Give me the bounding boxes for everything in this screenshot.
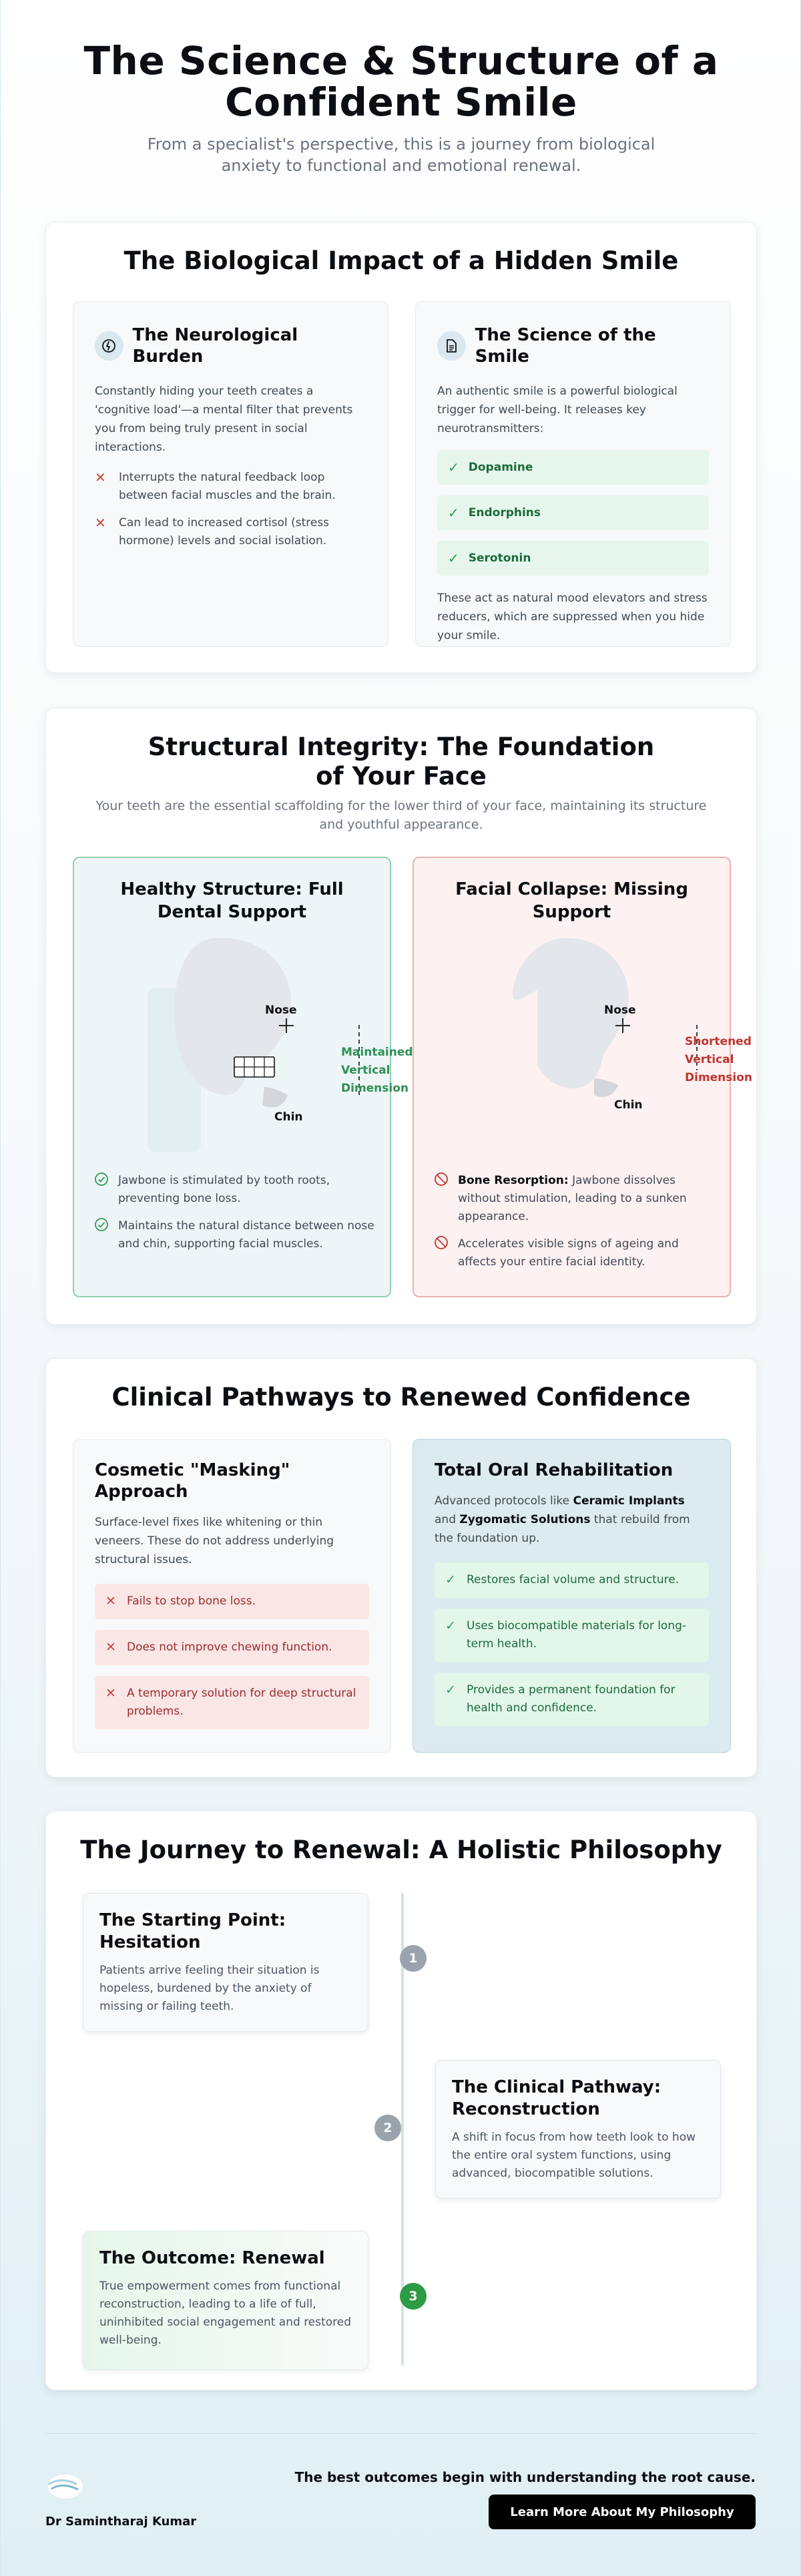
document-icon [437,331,466,361]
total-rehab-item-2: ✓Uses biocompatible materials for long-t… [435,1608,709,1662]
list-item: ✕Can lead to increased cortisol (stress … [95,514,366,550]
neurological-heading: The Neurological Burden [132,325,298,367]
total-rehab-panel: Total Oral Rehabilitation Advanced proto… [413,1439,731,1753]
collapse-heading: Facial Collapse: Missing Support [455,879,688,922]
science-footer: These act as natural mood elevators and … [437,592,708,642]
ban-icon [434,1172,458,1226]
structure-subtitle: Your teeth are the essential scaffolding… [95,799,707,832]
check-circle-icon [94,1217,118,1253]
footer-tagline: The best outcomes begin with understandi… [294,2469,756,2485]
check-circle-icon [94,1172,118,1208]
journey-section: The Journey to Renewal: A Holistic Philo… [45,1811,757,2390]
journey-step-1: The Starting Point: Hesitation Patients … [83,1893,368,2032]
brain-icon [95,331,123,361]
neurotransmitter-dopamine: ✓Dopamine [437,450,709,485]
check-icon: ✓ [448,550,459,566]
neurotransmitter-serotonin: ✓Serotonin [437,541,709,576]
check-icon: ✓ [448,505,459,521]
page-title: The Science & Structure of a Confident S… [83,38,719,125]
cosmetic-panel: Cosmetic "Masking" Approach Surface-leve… [73,1439,391,1753]
cosmetic-item-2: ✕Does not improve chewing function. [95,1630,369,1665]
journey-title: The Journey to Renewal: A Holistic Philo… [80,1836,722,1864]
ban-icon [434,1235,458,1271]
journey-step-title: The Clinical Pathway: Reconstruction [452,2077,661,2119]
neurological-list: ✕Interrupts the natural feedback loop be… [95,469,366,550]
cosmetic-text: Surface-level fixes like whitening or th… [95,1516,334,1566]
x-icon: ✕ [95,469,106,485]
list-item: Accelerates visible signs of ageing and … [434,1235,714,1271]
page-subtitle: From a specialist's perspective, this is… [147,135,655,175]
timeline-node-2: 2 [374,2115,401,2141]
collapse-dimension-label: Shortened Vertical Dimension [685,1035,753,1084]
journey-step-2: The Clinical Pathway: Reconstruction A s… [435,2060,721,2199]
impact-section: The Biological Impact of a Hidden Smile … [45,222,757,673]
x-icon: ✕ [95,515,106,531]
neurotransmitter-endorphins: ✓Endorphins [437,495,709,530]
journey-step-text: True empowerment comes from functional r… [99,2280,352,2347]
journey-step-title: The Outcome: Renewal [99,2248,325,2268]
healthy-chin-label: Chin [274,1110,303,1124]
science-heading: The Science of the Smile [475,325,656,367]
collapse-list: Bone Resorption: Jawbone dissolves witho… [434,1172,714,1281]
total-rehab-item-3: ✓Provides a permanent foundation for hea… [435,1673,709,1726]
journey-step-3: The Outcome: Renewal True empowerment co… [83,2231,368,2370]
cosmetic-item-3: ✕A temporary solution for deep structura… [95,1676,369,1729]
check-icon: ✓ [448,459,459,475]
total-rehab-item-1: ✓Restores facial volume and structure. [435,1562,709,1598]
learn-more-button[interactable]: Learn More About My Philosophy [489,2495,756,2529]
check-icon: ✓ [445,1572,456,1587]
brand-name: Dr Samintharaj Kumar [45,2515,197,2529]
timeline-line [401,1893,404,2366]
healthy-face-diagram [148,937,360,1152]
pathways-section: Clinical Pathways to Renewed Confidence … [45,1358,757,1777]
science-text: An authentic smile is a powerful biologi… [437,385,678,435]
total-rehab-text: Advanced protocols like Ceramic Implants… [435,1494,690,1545]
healthy-panel: Healthy Structure: Full Dental Support N… [73,857,413,1297]
collapse-face-diagram [512,937,698,1097]
check-icon: ✓ [445,1619,456,1633]
x-icon: ✕ [105,1686,116,1701]
hero: The Science & Structure of a Confident S… [41,40,762,176]
healthy-nose-label: Nose [265,1004,297,1017]
structure-title: Structural Integrity: The Foundation of … [148,732,655,791]
cosmetic-heading: Cosmetic "Masking" Approach [95,1460,290,1502]
healthy-dimension-label: Maintained Vertical Dimension [341,1046,413,1095]
collapse-chin-label: Chin [614,1098,643,1112]
collapse-nose-label: Nose [604,1004,636,1017]
healthy-heading: Healthy Structure: Full Dental Support [120,879,344,922]
science-panel: The Science of the Smile An authentic sm… [415,301,731,647]
cosmetic-item-1: ✕Fails to stop bone loss. [95,1584,369,1619]
total-rehab-heading: Total Oral Rehabilitation [435,1460,674,1480]
footer-divider [45,2433,757,2434]
journey-step-title: The Starting Point: Hesitation [99,1910,286,1952]
brand-logo [45,2471,85,2503]
check-icon: ✓ [445,1683,456,1697]
x-icon: ✕ [105,1594,116,1608]
x-icon: ✕ [105,1640,116,1655]
collapse-panel: Facial Collapse: Missing Support Nose Ch… [413,857,752,1297]
neurological-panel: The Neurological Burden Constantly hidin… [73,301,388,647]
list-item: Jawbone is stimulated by tooth roots, pr… [94,1172,374,1208]
list-item: Bone Resorption: Jawbone dissolves witho… [434,1172,714,1226]
healthy-list: Jawbone is stimulated by tooth roots, pr… [94,1172,374,1263]
list-item: Maintains the natural distance between n… [94,1217,374,1253]
timeline-node-1: 1 [400,1945,427,1972]
impact-title: The Biological Impact of a Hidden Smile [123,246,679,275]
neurological-text: Constantly hiding your teeth creates a '… [95,385,353,454]
timeline-node-3: 3 [400,2283,427,2310]
list-item: ✕Interrupts the natural feedback loop be… [95,469,366,505]
structure-section: Structural Integrity: The Foundation of … [45,708,757,1325]
journey-step-text: Patients arrive feeling their situation … [99,1964,320,2013]
pathways-title: Clinical Pathways to Renewed Confidence [111,1383,691,1412]
journey-step-text: A shift in focus from how teeth look to … [452,2131,696,2180]
